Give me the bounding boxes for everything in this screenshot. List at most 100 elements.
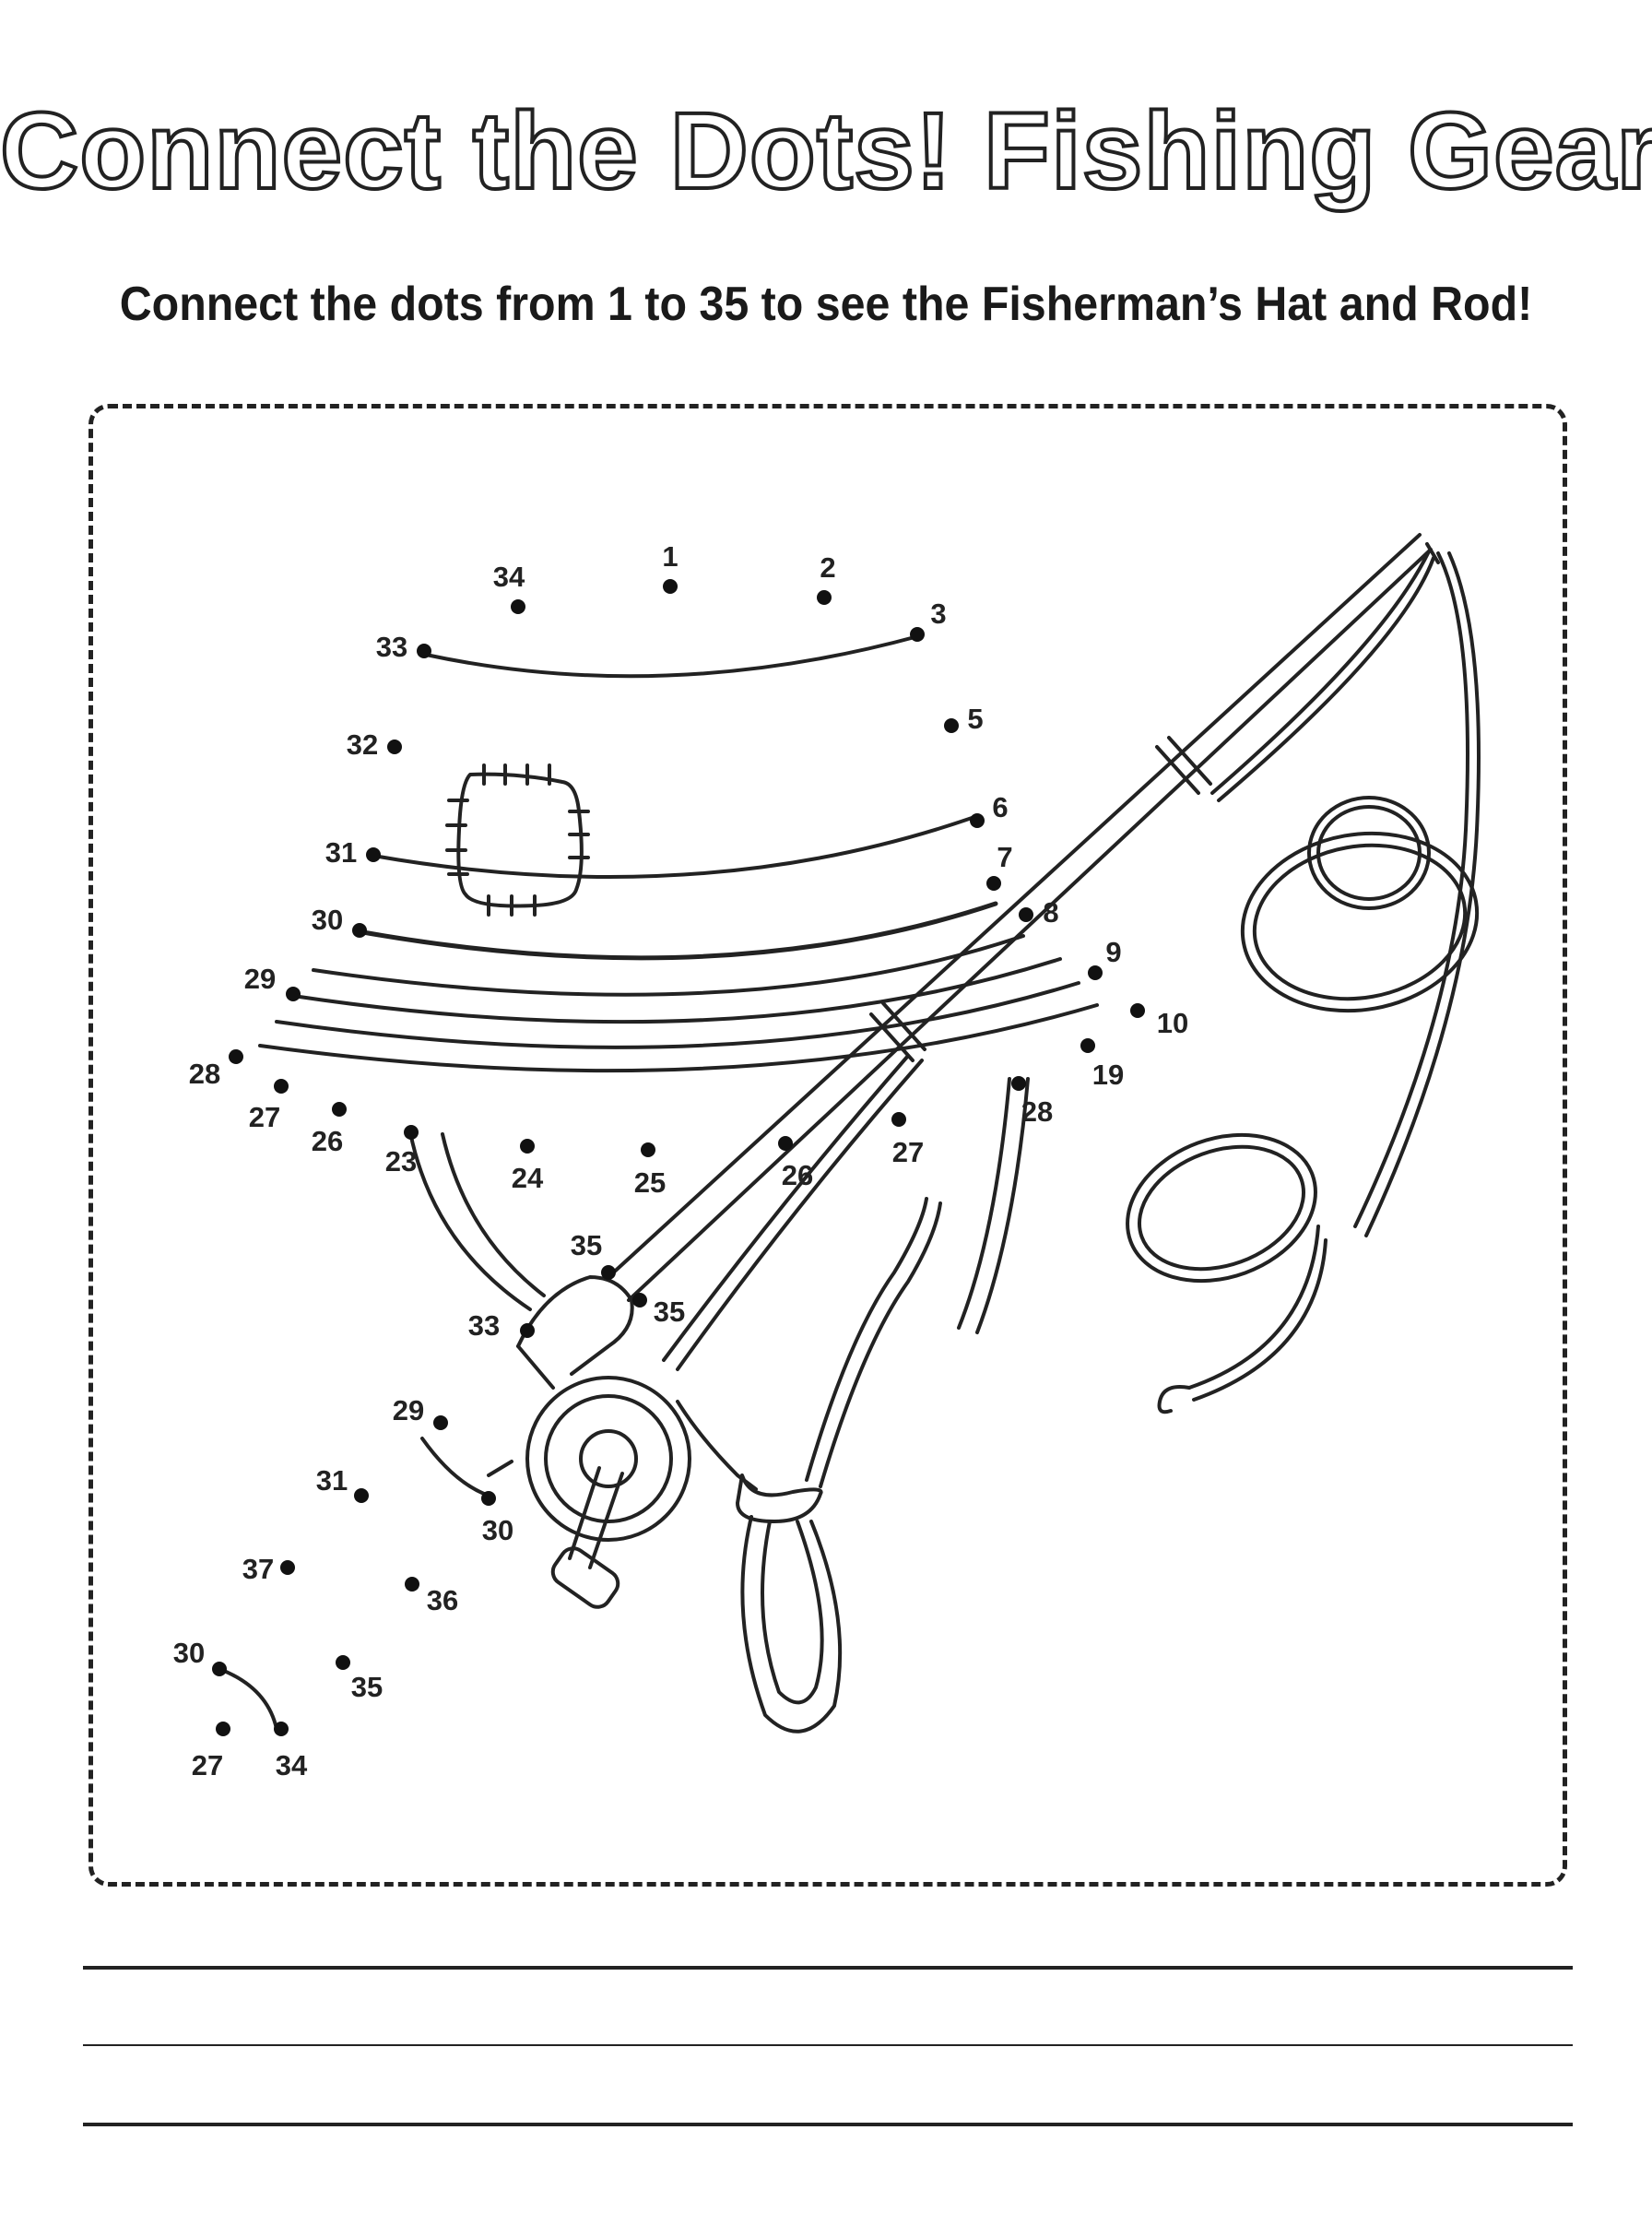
activity-frame	[88, 404, 1567, 1887]
writing-line	[83, 2044, 1573, 2046]
dot-number: 34	[493, 561, 525, 593]
dot-point: 30	[312, 904, 367, 938]
dot-point: 33	[468, 1309, 535, 1342]
dot-number: 30	[312, 904, 343, 936]
dot-point: 33	[376, 631, 431, 663]
dot-number: 30	[173, 1637, 205, 1669]
dot-number: 24	[512, 1162, 544, 1194]
dot-point: 35	[571, 1229, 616, 1280]
dot-marker	[520, 1323, 535, 1338]
fishing-line-icon	[1126, 551, 1481, 1414]
dot-point: 35	[632, 1293, 685, 1328]
dot-marker	[286, 987, 301, 1001]
dot-point: 29	[244, 963, 301, 1001]
dot-point: 32	[347, 728, 402, 761]
dot-point: 26	[778, 1136, 813, 1191]
dot-point: 6	[970, 791, 1009, 828]
dot-marker	[1088, 965, 1103, 980]
dot-point: 23	[385, 1125, 419, 1178]
dot-number: 28	[1021, 1095, 1053, 1128]
dot-number: 25	[634, 1166, 666, 1199]
dot-point: 1	[662, 540, 678, 594]
dot-number: 27	[192, 1749, 223, 1781]
dot-marker	[404, 1125, 419, 1140]
dot-point: 28	[189, 1049, 243, 1090]
dot-point: 10	[1130, 1003, 1188, 1039]
dot-point: 31	[316, 1464, 369, 1503]
dot-point: 26	[312, 1102, 347, 1157]
dot-number: 27	[249, 1101, 280, 1133]
dot-number: 30	[482, 1514, 513, 1546]
dot-number: 19	[1092, 1059, 1124, 1091]
dot-point: 27	[192, 1722, 230, 1781]
dot-marker	[274, 1079, 289, 1094]
dot-number: 10	[1157, 1007, 1188, 1039]
dot-marker	[280, 1560, 295, 1575]
dot-marker	[511, 599, 525, 614]
dot-marker	[1130, 1003, 1145, 1018]
dot-marker	[910, 627, 925, 642]
dot-marker	[216, 1722, 230, 1736]
dot-number: 29	[393, 1394, 424, 1426]
hat-patch	[445, 763, 590, 917]
dot-marker	[366, 847, 381, 862]
dot-marker	[1080, 1038, 1095, 1053]
dot-marker	[354, 1488, 369, 1503]
dot-point: 8	[1019, 896, 1059, 929]
dot-marker	[944, 718, 959, 733]
dot-marker	[405, 1577, 419, 1592]
hook-curve	[218, 1667, 278, 1731]
dot-number: 9	[1105, 936, 1121, 968]
dot-point: 29	[393, 1394, 448, 1430]
dot-marker	[970, 813, 985, 828]
dot-point: 37	[242, 1553, 295, 1585]
dot-marker	[817, 590, 832, 605]
dot-point: 24	[512, 1139, 544, 1194]
dot-marker	[387, 740, 402, 754]
dot-number: 5	[967, 703, 983, 735]
dot-marker	[986, 876, 1001, 891]
dot-point: 34	[274, 1722, 308, 1781]
dot-marker	[778, 1136, 793, 1151]
dot-marker	[274, 1722, 289, 1736]
dot-number: 1	[662, 540, 678, 573]
dot-marker	[481, 1491, 496, 1506]
dot-number: 3	[930, 598, 946, 630]
dot-point: 27	[249, 1079, 289, 1133]
dot-point: 30	[481, 1491, 513, 1546]
dot-marker	[332, 1102, 347, 1117]
dot-number: 27	[892, 1136, 924, 1168]
dot-point: 3	[910, 598, 947, 642]
dot-marker	[641, 1142, 655, 1157]
dot-marker	[520, 1139, 535, 1154]
dot-number: 31	[325, 836, 357, 869]
dot-point: 35	[336, 1655, 383, 1703]
dot-point: 36	[405, 1577, 458, 1616]
dot-number: 29	[244, 963, 276, 995]
dot-number: 31	[316, 1464, 348, 1497]
dot-number: 26	[312, 1125, 343, 1157]
fishing-rod-icon	[420, 533, 1440, 1734]
dot-number: 28	[189, 1058, 220, 1090]
dot-number: 37	[242, 1553, 274, 1585]
dot-number: 6	[992, 791, 1008, 823]
dot-point: 30	[173, 1637, 227, 1676]
dot-number: 33	[376, 631, 407, 663]
dot-point: 5	[944, 703, 984, 735]
dot-point: 9	[1088, 936, 1122, 980]
dot-number: 7	[997, 841, 1012, 873]
dot-point: 25	[634, 1142, 666, 1199]
dot-marker	[1019, 907, 1033, 922]
dot-number: 23	[385, 1145, 417, 1178]
dot-number: 34	[276, 1749, 308, 1781]
writing-line	[83, 1966, 1573, 1970]
dot-point: 19	[1080, 1038, 1124, 1091]
dot-marker	[891, 1112, 906, 1127]
dot-marker	[632, 1293, 647, 1308]
dot-number: 35	[654, 1296, 685, 1328]
dot-number: 35	[571, 1229, 602, 1261]
writing-line	[83, 2123, 1573, 2126]
dot-number: 32	[347, 728, 378, 761]
